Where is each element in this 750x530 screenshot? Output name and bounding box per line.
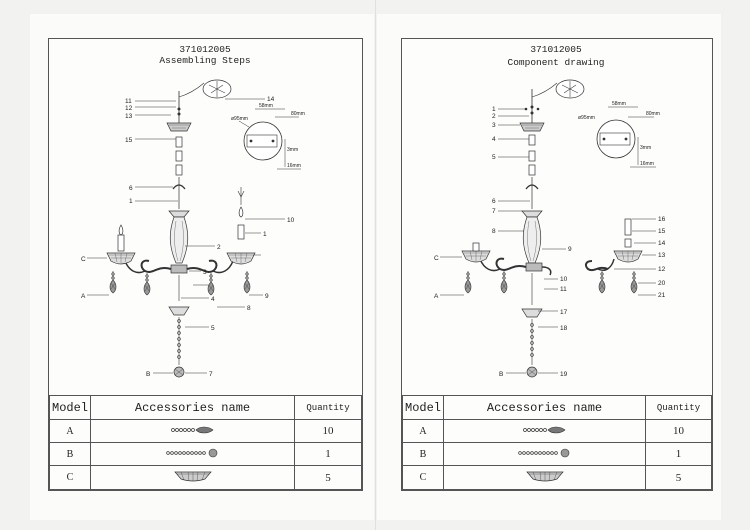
right-label-18: 18 (560, 325, 568, 332)
left-accessories-table: Model Accessories name Quantity A 10 B (49, 395, 362, 490)
crystal-drop-chain-icon (522, 426, 565, 434)
crystal-ball-chain-icon (165, 448, 217, 458)
right-row-c-qty: 5 (645, 465, 712, 490)
left-label-b: B (146, 371, 150, 378)
right-header-qty: Quantity (645, 395, 712, 420)
right-label-5: 5 (492, 154, 496, 161)
right-label-7: 7 (492, 208, 496, 215)
right-label-9: 9 (568, 246, 572, 253)
left-row-c-qty: 5 (294, 465, 362, 490)
right-dim-16: 16mm (640, 161, 654, 167)
page-fold (375, 0, 376, 530)
right-label-b: B (499, 371, 503, 378)
right-label-4: 4 (492, 136, 496, 143)
left-assembly-drawing: 11 12 13 14 15 6 1 10 1 2 3 C A 4 9 8 5 … (81, 79, 305, 378)
left-dim-80: 80mm (291, 111, 305, 117)
left-row-a-model: A (49, 419, 91, 443)
left-label-13: 13 (125, 113, 133, 120)
left-label-12: 12 (125, 105, 133, 112)
right-row-a-qty: 10 (645, 419, 712, 443)
right-label-13: 13 (658, 252, 666, 259)
left-row-b-qty: 1 (294, 442, 362, 466)
right-dim-3: 3mm (640, 145, 651, 151)
right-header-name: Accessories name (443, 395, 646, 420)
left-row-a-qty: 10 (294, 419, 362, 443)
left-label-2: 2 (217, 244, 221, 251)
left-model-code: 371012005 (179, 44, 231, 55)
right-label-21: 21 (658, 292, 666, 299)
crystal-bowl-icon (525, 471, 564, 481)
right-row-b-qty: 1 (645, 442, 712, 466)
right-row-b-model: B (402, 442, 444, 466)
right-label-20: 20 (658, 280, 666, 287)
left-label-c: C (81, 256, 86, 263)
right-accessories-table: Model Accessories name Quantity A 10 B (402, 395, 712, 490)
right-dim-95: ø95mm (578, 115, 595, 121)
left-header-model: Model (49, 395, 91, 420)
right-label-11: 11 (560, 286, 567, 293)
left-row-c-model: C (49, 465, 91, 490)
left-label-11: 11 (125, 98, 132, 105)
left-label-1-top: 1 (129, 198, 133, 205)
right-row-a-icon (443, 419, 646, 443)
left-panel-title: Assembling Steps (159, 55, 251, 66)
left-label-5: 5 (211, 325, 215, 332)
right-header-model: Model (402, 395, 444, 420)
right-row-c-model: C (402, 465, 444, 490)
right-label-a: A (434, 293, 439, 300)
right-component-drawing: 1 2 3 4 5 6 7 8 9 10 11 C A 17 18 B 19 1… (434, 79, 666, 378)
right-row-a-model: A (402, 419, 444, 443)
left-dim-3: 3mm (287, 147, 298, 153)
left-label-15: 15 (125, 137, 133, 144)
left-row-a-icon (90, 419, 295, 443)
right-label-10: 10 (560, 276, 568, 283)
right-label-16: 16 (658, 216, 666, 223)
crystal-bowl-icon (173, 471, 212, 481)
right-label-15: 15 (658, 228, 666, 235)
right-label-6: 6 (492, 198, 496, 205)
left-label-3: 3 (203, 269, 207, 276)
left-label-4: 4 (211, 296, 215, 303)
left-label-6: 6 (129, 185, 133, 192)
left-row-b-model: B (49, 442, 91, 466)
left-label-a: A (81, 293, 86, 300)
right-row-b-icon (443, 442, 646, 466)
right-dim-58: 58mm (612, 101, 626, 107)
left-label-7: 7 (209, 371, 213, 378)
left-label-10: 10 (287, 217, 295, 224)
left-row-b-icon (90, 442, 295, 466)
right-label-12: 12 (658, 266, 666, 273)
left-label-9: 9 (265, 293, 269, 300)
right-label-17: 17 (560, 309, 568, 316)
left-dim-58: 58mm (259, 103, 273, 109)
crystal-ball-chain-icon (517, 448, 569, 458)
left-header-name: Accessories name (90, 395, 295, 420)
left-label-8: 8 (247, 305, 251, 312)
crystal-drop-chain-icon (170, 426, 213, 434)
right-label-1-top: 1 (492, 106, 496, 113)
right-label-14: 14 (658, 240, 666, 247)
right-panel: 371012005 Component drawing (401, 38, 713, 491)
right-label-8: 8 (492, 228, 496, 235)
left-panel: 371012005 Assembling Steps (48, 38, 363, 491)
right-label-3: 3 (492, 122, 496, 129)
right-model-code: 371012005 (530, 44, 582, 55)
right-row-c-icon (443, 465, 646, 490)
left-dim-95: ø95mm (231, 116, 248, 122)
left-label-1-right: 1 (263, 231, 267, 238)
right-dim-80: 80mm (646, 111, 660, 117)
left-header-qty: Quantity (294, 395, 362, 420)
right-label-2: 2 (492, 113, 496, 120)
right-label-19: 19 (560, 371, 568, 378)
left-dim-16: 16mm (287, 163, 301, 169)
right-panel-title: Component drawing (507, 57, 605, 68)
left-row-c-icon (90, 465, 295, 490)
right-label-c: C (434, 255, 439, 262)
left-label-14: 14 (267, 96, 275, 103)
